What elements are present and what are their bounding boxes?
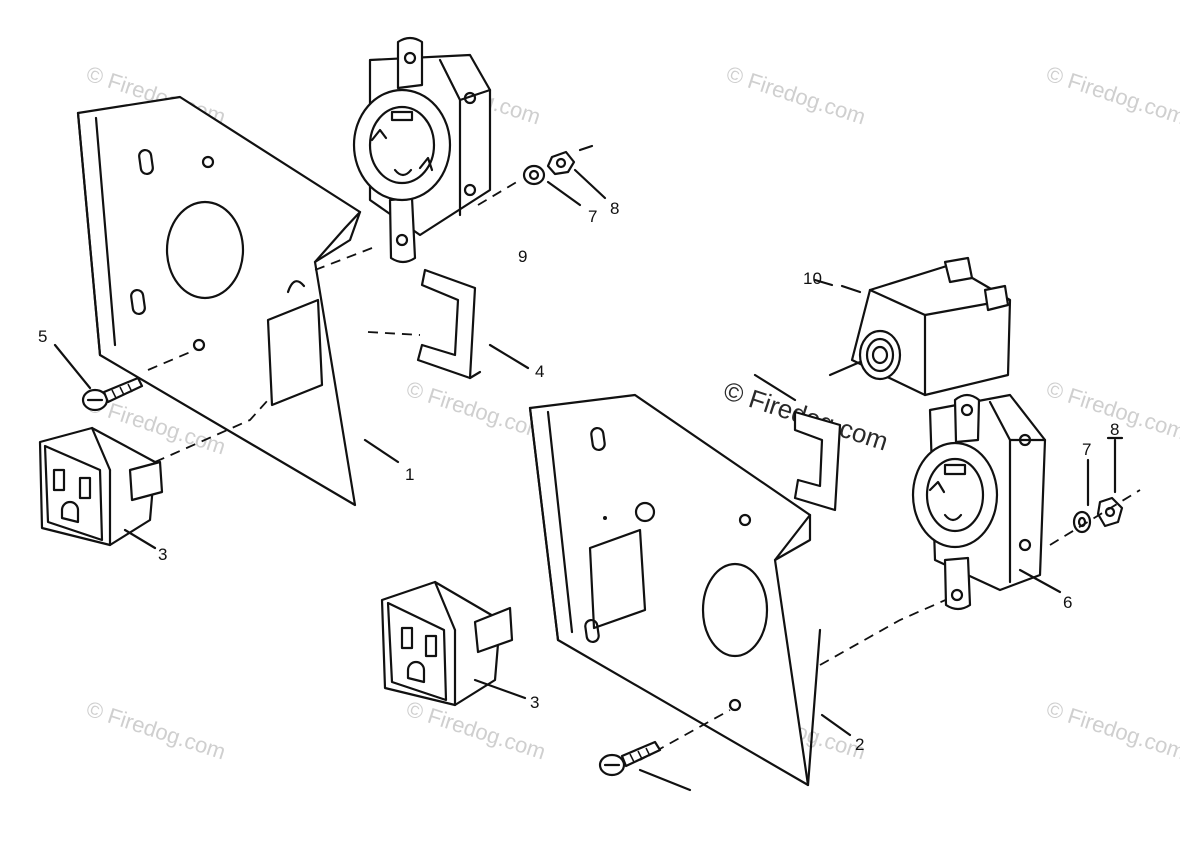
nut-washer-right bbox=[1049, 436, 1141, 546]
callout-2: 2 bbox=[855, 735, 864, 754]
callout-leaders bbox=[363, 438, 852, 737]
watermark: © Firedog.com bbox=[403, 696, 548, 764]
callout-5: 5 bbox=[38, 327, 47, 346]
u-bracket bbox=[416, 268, 530, 380]
watermark: © Firedog.com bbox=[403, 376, 548, 444]
watermark: © Firedog.com bbox=[1043, 61, 1180, 129]
callout-10: 10 bbox=[803, 269, 822, 288]
panel-left-part bbox=[76, 95, 421, 507]
callout-7a: 7 bbox=[588, 207, 597, 226]
callout-8b: 8 bbox=[1110, 420, 1119, 439]
circuit-breaker bbox=[813, 256, 1012, 397]
callout-7b: 7 bbox=[1082, 440, 1091, 459]
callout-6: 6 bbox=[1063, 593, 1072, 612]
callout-labels: 1 2 3 3 4 5 6 7 7 8 8 9 10 bbox=[38, 199, 1119, 754]
watermark: © Firedog.com bbox=[83, 696, 228, 764]
small-bracket-right bbox=[753, 373, 842, 512]
twist-lock-receptacle-top bbox=[352, 36, 521, 264]
callout-1: 1 bbox=[405, 465, 414, 484]
duplex-outlet-left bbox=[38, 426, 164, 550]
callout-4: 4 bbox=[535, 362, 544, 381]
screw-right bbox=[598, 740, 692, 792]
screw-left bbox=[53, 343, 144, 412]
callout-9: 9 bbox=[518, 247, 527, 266]
watermark: © Firedog.com bbox=[1043, 696, 1180, 764]
nut-washer-top bbox=[522, 144, 607, 207]
watermark: © Firedog.com bbox=[723, 61, 868, 129]
duplex-outlet-right bbox=[380, 580, 527, 707]
callout-3a: 3 bbox=[158, 545, 167, 564]
callout-3b: 3 bbox=[530, 693, 539, 712]
callout-8a: 8 bbox=[610, 199, 619, 218]
twist-lock-receptacle-right bbox=[911, 393, 1062, 611]
panel-right-part bbox=[528, 393, 951, 787]
